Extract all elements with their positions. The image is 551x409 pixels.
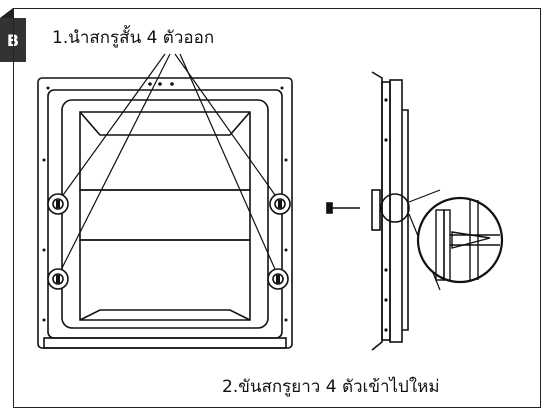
side-view xyxy=(371,71,409,351)
long-screw-icon xyxy=(326,202,360,214)
panel-outer xyxy=(37,77,293,349)
magnifier-callout xyxy=(416,196,504,284)
panel-middle-band xyxy=(79,189,251,241)
panel-bottom-rail xyxy=(43,337,287,349)
instruction-frame xyxy=(13,8,541,408)
step-2-text: 2.ขันสกรูยาว 4 ตัวเข้าไปใหม่ xyxy=(222,377,440,397)
step-1-text: 1.นำสกรูสั้น 4 ตัวออก xyxy=(52,28,215,48)
screw-icon xyxy=(47,193,291,290)
panel-inner-border xyxy=(47,89,283,339)
badge-corner xyxy=(0,8,13,18)
